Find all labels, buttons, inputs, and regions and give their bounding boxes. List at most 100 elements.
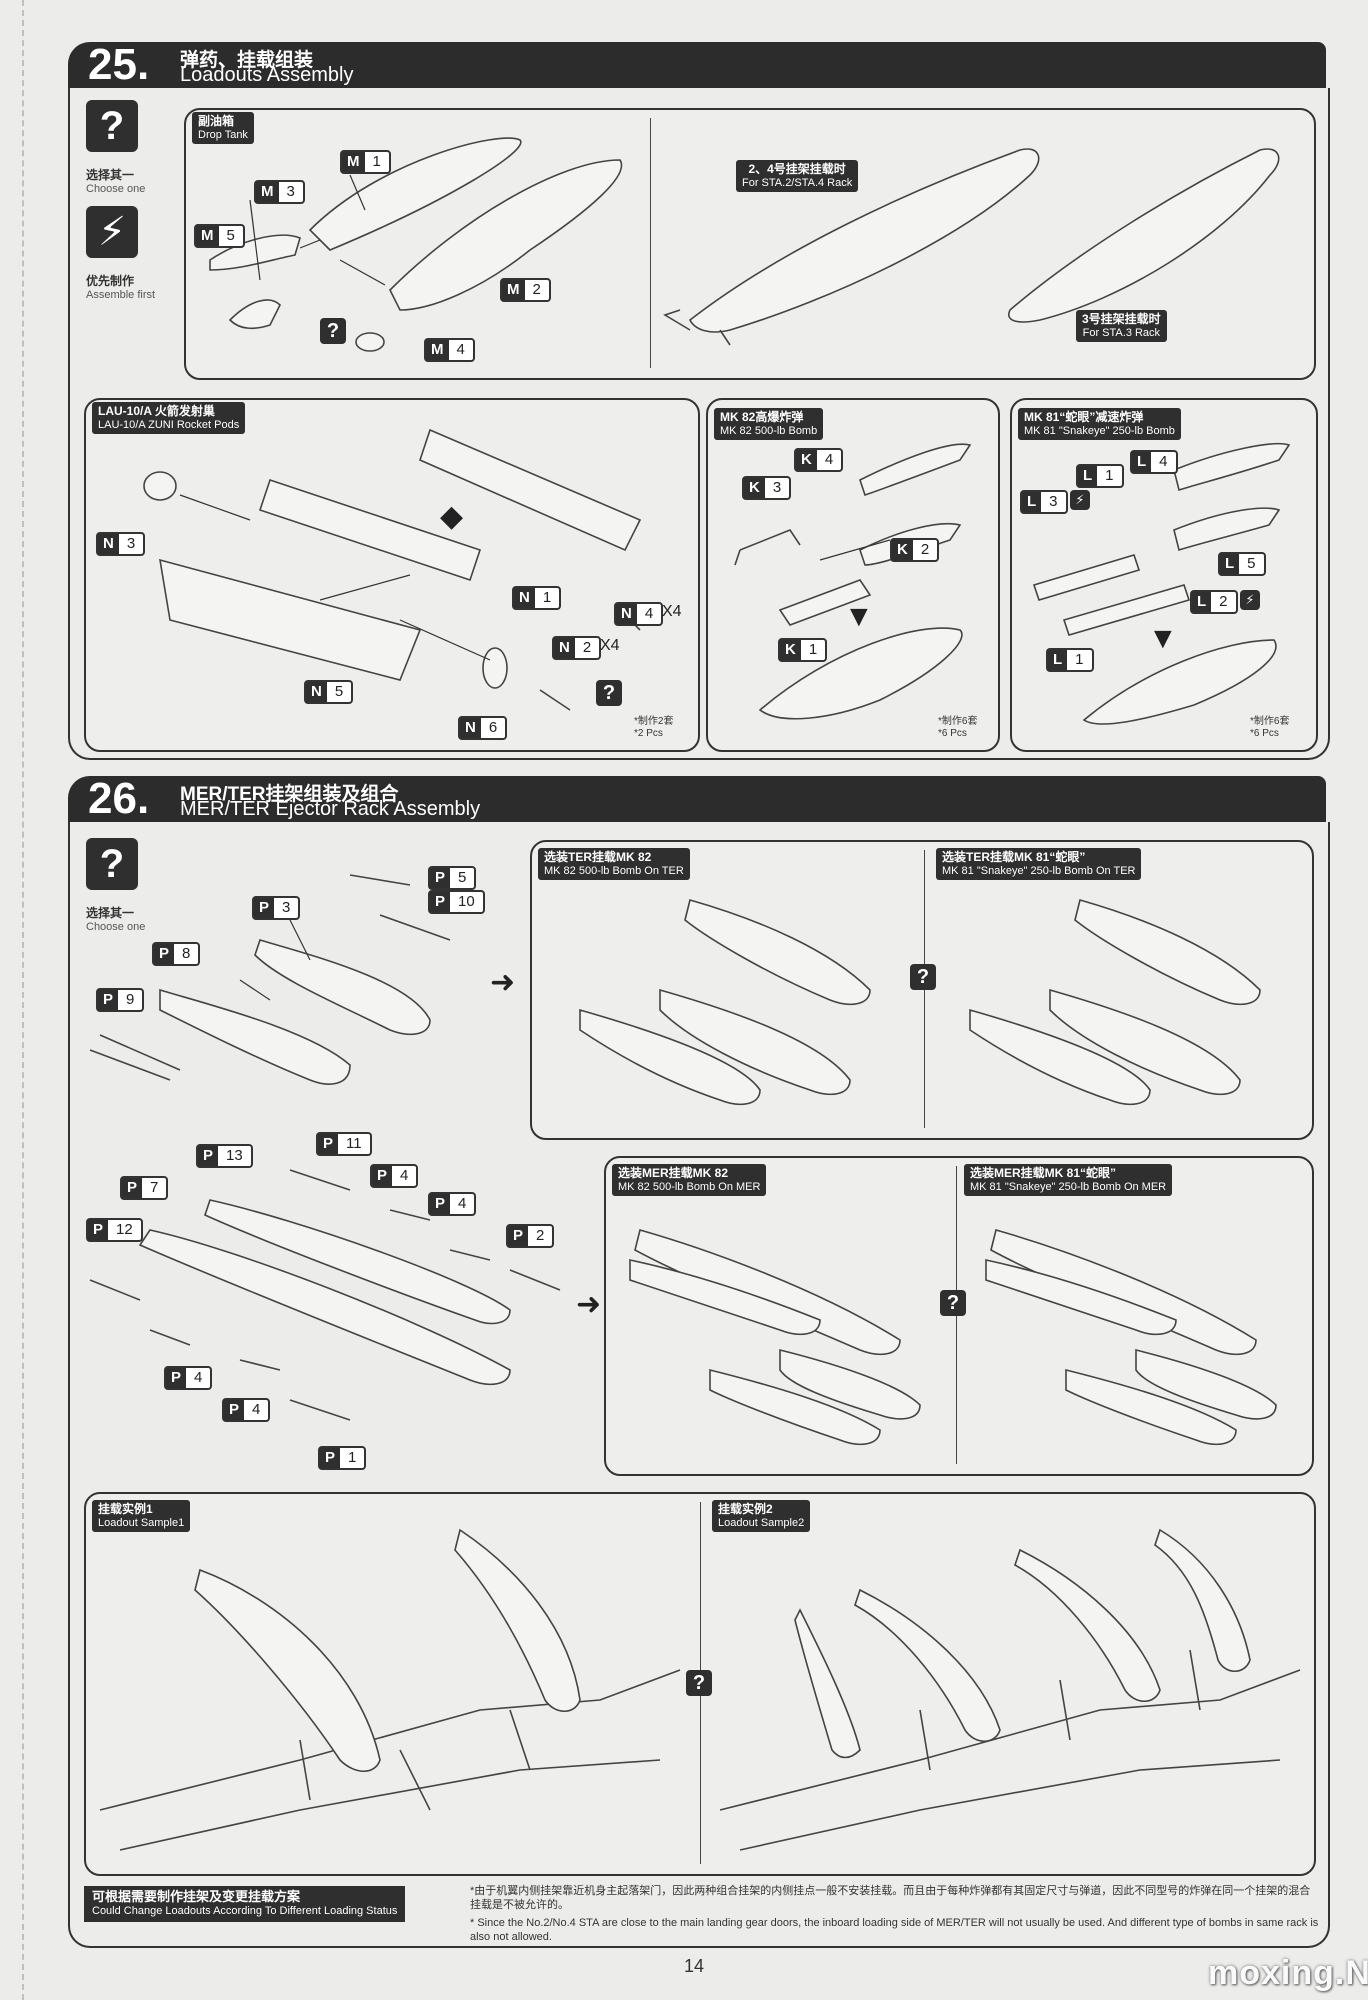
mk82-label-en: MK 82 500-lb Bomb: [720, 425, 818, 437]
n4-multiplier: X4: [662, 603, 682, 620]
arrow-right-icon: ➜: [490, 966, 516, 999]
part-n1-letter: N: [514, 588, 535, 608]
mk82-exploded-drawing: [734, 443, 972, 720]
part-l1-letter: L: [1078, 466, 1098, 486]
ter-mk82-label: 选装TER挂载MK 82 MK 82 500-lb Bomb On TER: [538, 848, 690, 880]
part-p7-number: 7: [150, 1179, 159, 1196]
part-p8-number: 8: [182, 945, 191, 962]
mer-mk81-drawing: [985, 1229, 1277, 1446]
lau10-label: LAU-10/A 火箭发射巢 LAU-10/A ZUNI Rocket Pods: [92, 402, 246, 434]
lightning-icon: ⚡: [86, 206, 138, 258]
ter-mk82-drawing: [579, 899, 871, 1106]
part-n5-letter: N: [306, 682, 327, 702]
loadout-change-label-en: Could Change Loadouts According To Diffe…: [92, 1905, 398, 1917]
part-m3-letter: M: [256, 182, 279, 202]
part-n3-letter: N: [98, 534, 119, 554]
choose-one-small-icon: ?: [596, 680, 622, 706]
sample1-label: 挂载实例1 Loadout Sample1: [92, 1500, 191, 1532]
mk81-label: MK 81“蛇眼”减速炸弹 MK 81 "Snakeye" 250-lb Bom…: [1018, 408, 1181, 440]
ter-mk82-label-en: MK 82 500-lb Bomb On TER: [544, 865, 684, 877]
part-m2-letter: M: [502, 280, 525, 300]
part-p3-number: 3: [282, 899, 291, 916]
choose-one-en: Choose one: [86, 921, 146, 933]
part-l4-letter: L: [1132, 452, 1152, 472]
part-k2-number: 2: [920, 541, 930, 558]
part-n3-number: 3: [126, 535, 136, 552]
part-l1-number: 1: [1105, 467, 1114, 484]
part-k1-number: 1: [808, 641, 818, 658]
choose-one-cn: 选择其一: [86, 906, 135, 920]
mk82-label: MK 82高爆炸弹 MK 82 500-lb Bomb: [714, 408, 824, 440]
part-l2-letter: L: [1192, 592, 1212, 612]
part-m4-number: 4: [456, 341, 465, 358]
part-l2-number: 2: [1219, 593, 1228, 610]
ter-mk81-drawing: [969, 899, 1261, 1106]
mer-mk81-label-en: MK 81 "Snakeye" 250-lb Bomb On MER: [970, 1181, 1167, 1193]
choose-one-icon: ?: [86, 100, 138, 152]
sta3-label-cn: 3号挂架挂载时: [1082, 312, 1161, 326]
step25-title-en: Loadouts Assembly: [180, 64, 354, 86]
sample2-label-cn: 挂载实例2: [718, 1502, 773, 1516]
mer-mk82-label: 选装MER挂载MK 82 MK 82 500-lb Bomb On MER: [612, 1164, 767, 1196]
assemble-first-en: Assemble first: [86, 289, 156, 301]
lau10-label-en: LAU-10/A ZUNI Rocket Pods: [98, 419, 240, 431]
part-p4-number: 4: [400, 1167, 409, 1184]
part-p11-number: 11: [346, 1135, 362, 1152]
part-p12-letter: P: [88, 1220, 109, 1240]
part-k3-number: 3: [772, 479, 782, 496]
choose-one-small-icon: ?: [320, 318, 346, 344]
part-l3-number: 3: [1049, 493, 1058, 510]
part-l5-number: 5: [1247, 555, 1256, 572]
step26-title-cn: MER/TER挂架组装及组合: [180, 784, 399, 805]
mk82-note-cn: *制作6套: [938, 716, 978, 727]
step26-header: 26. MER/TER挂架组装及组合 MER/TER Ejector Rack …: [68, 776, 1326, 822]
loadout-sample1-drawing: [99, 1528, 681, 1851]
part-p4-number: 4: [458, 1195, 467, 1212]
mk82-quantity-note: *制作6套 *6 Pcs: [938, 716, 977, 740]
part-l3-letter: L: [1022, 492, 1042, 512]
part-m5-letter: M: [196, 226, 219, 246]
part-p5-letter: P: [430, 868, 451, 888]
part-m1-letter: M: [342, 152, 365, 172]
part-l5-letter: L: [1220, 554, 1240, 574]
part-k4-number: 4: [824, 451, 834, 468]
page-number: 14: [684, 1956, 705, 1976]
part-n2-letter: N: [554, 638, 575, 658]
choose-one-label: 选择其一 Choose one: [86, 906, 145, 934]
choose-one-cn: 选择其一: [86, 168, 135, 182]
mk81-label-en: MK 81 "Snakeye" 250-lb Bomb: [1024, 425, 1175, 437]
sample1-label-en: Loadout Sample1: [98, 1517, 185, 1529]
part-p4-number: 4: [194, 1369, 203, 1386]
part-n4-letter: N: [616, 604, 637, 624]
step25-title-cn: 弹药、挂载组装: [180, 50, 314, 71]
choose-one-en: Choose one: [86, 183, 146, 195]
mk82-note-en: *6 Pcs: [938, 728, 967, 739]
mk82-label-cn: MK 82高爆炸弹: [720, 410, 804, 424]
part-m3-number: 3: [286, 183, 295, 200]
sta24-label-en: For STA.2/STA.4 Rack: [742, 177, 853, 189]
sta3-label: 3号挂架挂载时 For STA.3 Rack: [1076, 310, 1167, 342]
part-n1-number: 1: [542, 589, 552, 606]
footer-note-en: * Since the No.2/No.4 STA are close to t…: [470, 1917, 1319, 1943]
lau10-quantity-note: *制作2套 *2 Pcs: [634, 716, 673, 740]
ter-mk81-label: 选装TER挂载MK 81“蛇眼” MK 81 "Snakeye" 250-lb …: [936, 848, 1142, 880]
part-l1-number: 1: [1075, 651, 1084, 668]
step26-title-en: MER/TER Ejector Rack Assembly: [180, 798, 481, 820]
